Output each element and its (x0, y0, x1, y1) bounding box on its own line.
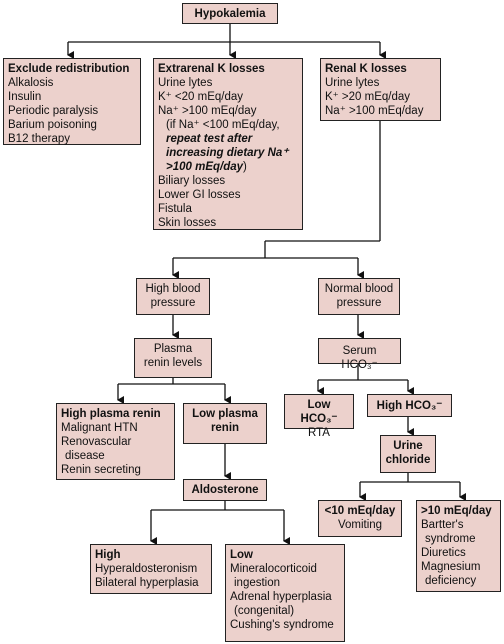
extrarenal-item: Biliary losses (158, 175, 226, 187)
low-renin-line: renin (210, 422, 240, 434)
lt10-sub: Vomiting (337, 519, 383, 531)
hypokalemia-title: Hypokalemia (194, 8, 266, 20)
high-blood-pressure-box: High blood pressure (136, 278, 210, 315)
exclude-item: Periodic paralysis (8, 105, 99, 117)
gt10-item: Diuretics (421, 547, 466, 559)
extrarenal-line: Na⁺ >100 mEq/day (158, 105, 257, 117)
high-renin-heading: High plasma renin (61, 408, 161, 420)
hypokalemia-title-box: Hypokalemia (182, 3, 278, 24)
exclude-item: B12 therapy (8, 133, 71, 145)
urine-chloride-line: chloride (385, 454, 431, 466)
extrarenal-line: >100 mEq/day (166, 161, 244, 173)
high-hco3-box: High HCO₃⁻ (367, 394, 452, 417)
extrarenal-line: (if Na⁺ <100 mEq/day, (166, 119, 280, 131)
gt10-box: >10 mEq/day Bartter's syndrome Diuretics… (416, 500, 501, 592)
low-hco3-box: Low HCO₃⁻ RTA (284, 394, 354, 439)
low-hco3-heading: Low HCO₃⁻ (300, 399, 338, 425)
renal-losses-box: Renal K losses Urine lytes K⁺ >20 mEq/da… (320, 58, 441, 121)
lt10-heading: <10 mEq/day (324, 505, 396, 517)
exclude-redistribution-box: Exclude redistribution Alkalosis Insulin… (3, 58, 141, 145)
low-ald-item: (congenital) (234, 605, 295, 617)
high-renin-item: Renovascular (61, 436, 132, 448)
urine-chloride-line: Urine (393, 440, 423, 452)
aldosterone-box: Aldosterone (183, 479, 267, 501)
high-aldosterone-box: High Hyperaldosteronism Bilateral hyperp… (90, 544, 212, 594)
high-ald-item: Hyperaldosteronism (95, 563, 198, 575)
plasma-renin-line: Plasma (153, 343, 193, 355)
high-renin-item: Malignant HTN (61, 422, 138, 434)
low-aldosterone-box: Low Mineralocorticoid ingestion Adrenal … (225, 544, 345, 642)
low-ald-item: Adrenal hyperplasia (230, 591, 332, 603)
gt10-item: Bartter's (421, 519, 464, 531)
low-ald-heading: Low (230, 549, 253, 561)
low-plasma-renin-box: Low plasma renin (183, 403, 267, 444)
low-ald-item: Mineralocorticoid (230, 563, 317, 575)
exclude-item: Alkalosis (8, 77, 54, 89)
extrarenal-losses-box: Extrarenal K losses Urine lytes K⁺ <20 m… (153, 58, 303, 230)
low-ald-item: Cushing's syndrome (230, 619, 334, 631)
normal-bp-line: Normal blood (324, 283, 394, 295)
plasma-renin-line: renin levels (143, 357, 203, 369)
high-plasma-renin-box: High plasma renin Malignant HTN Renovasc… (56, 403, 175, 480)
serum-hco3-box: Serum HCO₃⁻ (318, 338, 401, 371)
exclude-item: Barium poisoning (8, 119, 97, 131)
gt10-item: deficiency (425, 575, 477, 587)
exclude-item: Insulin (8, 91, 42, 103)
high-bp-line: High blood (145, 283, 201, 295)
high-ald-item: Bilateral hyperplasia (95, 577, 199, 589)
extrarenal-line: K⁺ <20 mEq/day (158, 91, 244, 103)
low-ald-item: ingestion (234, 577, 281, 589)
gt10-item: syndrome (425, 533, 476, 545)
extrarenal-item: Lower GI losses (158, 189, 241, 201)
low-hco3-sub: RTA (308, 427, 330, 439)
renal-item: Urine lytes (325, 77, 380, 89)
high-ald-heading: High (95, 549, 121, 561)
exclude-heading: Exclude redistribution (8, 63, 130, 75)
low-renin-line: Low plasma (192, 408, 258, 420)
normal-blood-pressure-box: Normal blood pressure (318, 278, 400, 315)
extrarenal-line: Urine lytes (158, 77, 213, 89)
extrarenal-item: Fistula (158, 203, 192, 215)
serum-hco3-label: Serum HCO₃⁻ (341, 345, 378, 371)
normal-bp-line: pressure (336, 297, 382, 309)
extrarenal-line: repeat test after (166, 133, 253, 145)
gt10-item: Magnesium (421, 561, 481, 573)
renal-item: Na⁺ >100 mEq/day (325, 105, 424, 117)
extrarenal-item: Skin losses (158, 217, 217, 229)
extrarenal-line: ) (243, 161, 247, 173)
high-renin-item: Renin secreting (61, 464, 141, 476)
extrarenal-line: increasing dietary Na⁺ (166, 147, 289, 159)
renal-heading: Renal K losses (325, 63, 407, 75)
renal-item: K⁺ >20 mEq/day (325, 91, 411, 103)
high-renin-item: disease (65, 450, 105, 462)
high-bp-line: pressure (150, 297, 196, 309)
lt10-box: <10 mEq/day Vomiting (318, 500, 402, 537)
extrarenal-heading: Extrarenal K losses (158, 63, 265, 75)
plasma-renin-box: Plasma renin levels (134, 338, 212, 378)
aldosterone-label: Aldosterone (191, 484, 259, 496)
gt10-heading: >10 mEq/day (421, 505, 492, 517)
high-hco3-label: High HCO₃⁻ (376, 400, 443, 412)
urine-chloride-box: Urine chloride (380, 435, 436, 473)
